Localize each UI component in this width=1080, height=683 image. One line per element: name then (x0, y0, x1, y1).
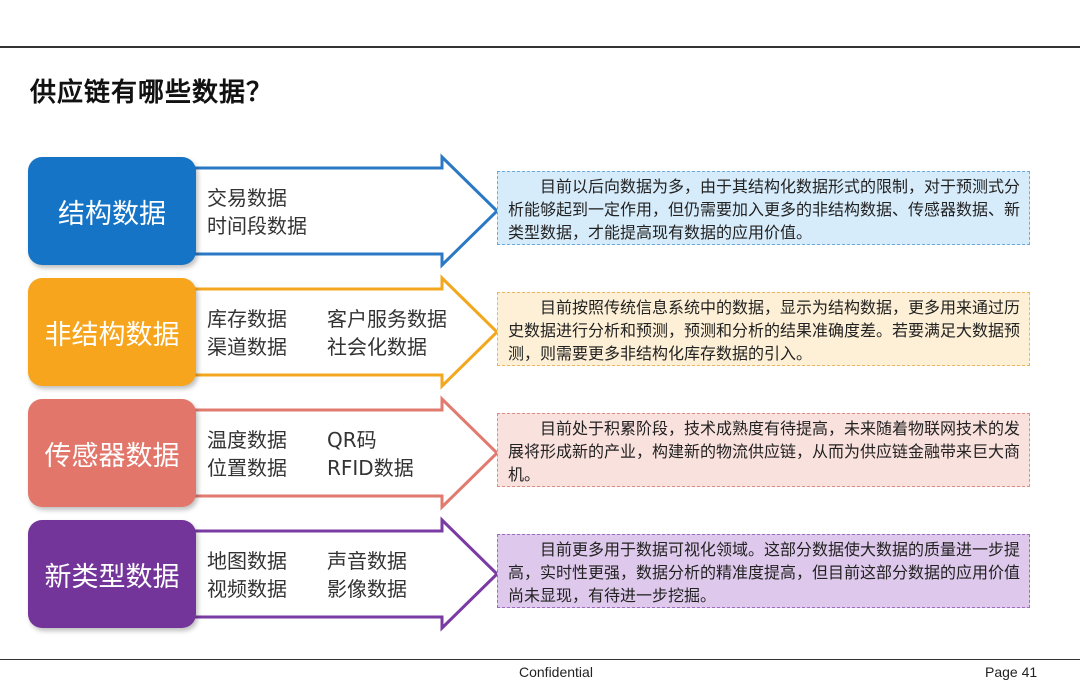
item-label: 社会化数据 (327, 335, 427, 359)
footer-page-number: Page 41 (985, 664, 1038, 680)
page-title: 供应链有哪些数据？ (30, 78, 274, 108)
description-note: 目前更多用于数据可视化领域。这部分数据使大数据的质量进一步提高，实时性更强，数据… (497, 534, 1030, 608)
item-label: QR码 (327, 428, 377, 452)
description-note: 目前以后向数据为多，由于其结构化数据形式的限制，对于预测式分析能够起到一定作用，… (497, 171, 1030, 245)
arrow-shape (168, 395, 500, 511)
item-label: 影像数据 (327, 577, 407, 601)
item-label: 库存数据 (207, 307, 287, 331)
item-label: 地图数据 (207, 549, 287, 573)
row-structured-data: 结构数据 交易数据 时间段数据 目前以后向数据为多，由于其结构化数据形式的限制，… (0, 153, 1080, 269)
row-sensor-data: 传感器数据 温度数据 QR码 位置数据 RFID数据 目前处于积累阶段，技术成熟… (0, 395, 1080, 511)
item-label: 交易数据 (207, 186, 287, 210)
description-note: 目前按照传统信息系统中的数据，显示为结构数据，更多用来通过历史数据进行分析和预测… (497, 292, 1030, 366)
top-rule (0, 46, 1080, 48)
arrow-shape (168, 153, 500, 269)
row-new-type-data: 新类型数据 地图数据 声音数据 视频数据 影像数据 目前更多用于数据可视化领域。… (0, 516, 1080, 632)
item-label: 客户服务数据 (327, 307, 447, 331)
item-label: 渠道数据 (207, 335, 287, 359)
row-label-box: 结构数据 (28, 157, 196, 265)
row-label-box: 非结构数据 (28, 278, 196, 386)
item-label: 时间段数据 (207, 214, 307, 238)
row-unstructured-data: 非结构数据 库存数据 客户服务数据 渠道数据 社会化数据 目前按照传统信息系统中… (0, 274, 1080, 390)
arrow-shape (168, 516, 500, 632)
footer-confidential: Confidential (519, 664, 593, 680)
item-label: 视频数据 (207, 577, 287, 601)
bottom-rule (0, 659, 1080, 660)
item-label: 温度数据 (207, 428, 287, 452)
item-label: 位置数据 (207, 456, 287, 480)
row-label-box: 新类型数据 (28, 520, 196, 628)
description-note: 目前处于积累阶段，技术成熟度有待提高，未来随着物联网技术的发展将形成新的产业，构… (497, 413, 1030, 487)
arrow-shape (168, 274, 500, 390)
row-label-box: 传感器数据 (28, 399, 196, 507)
item-label: RFID数据 (327, 456, 414, 480)
item-label: 声音数据 (327, 549, 407, 573)
